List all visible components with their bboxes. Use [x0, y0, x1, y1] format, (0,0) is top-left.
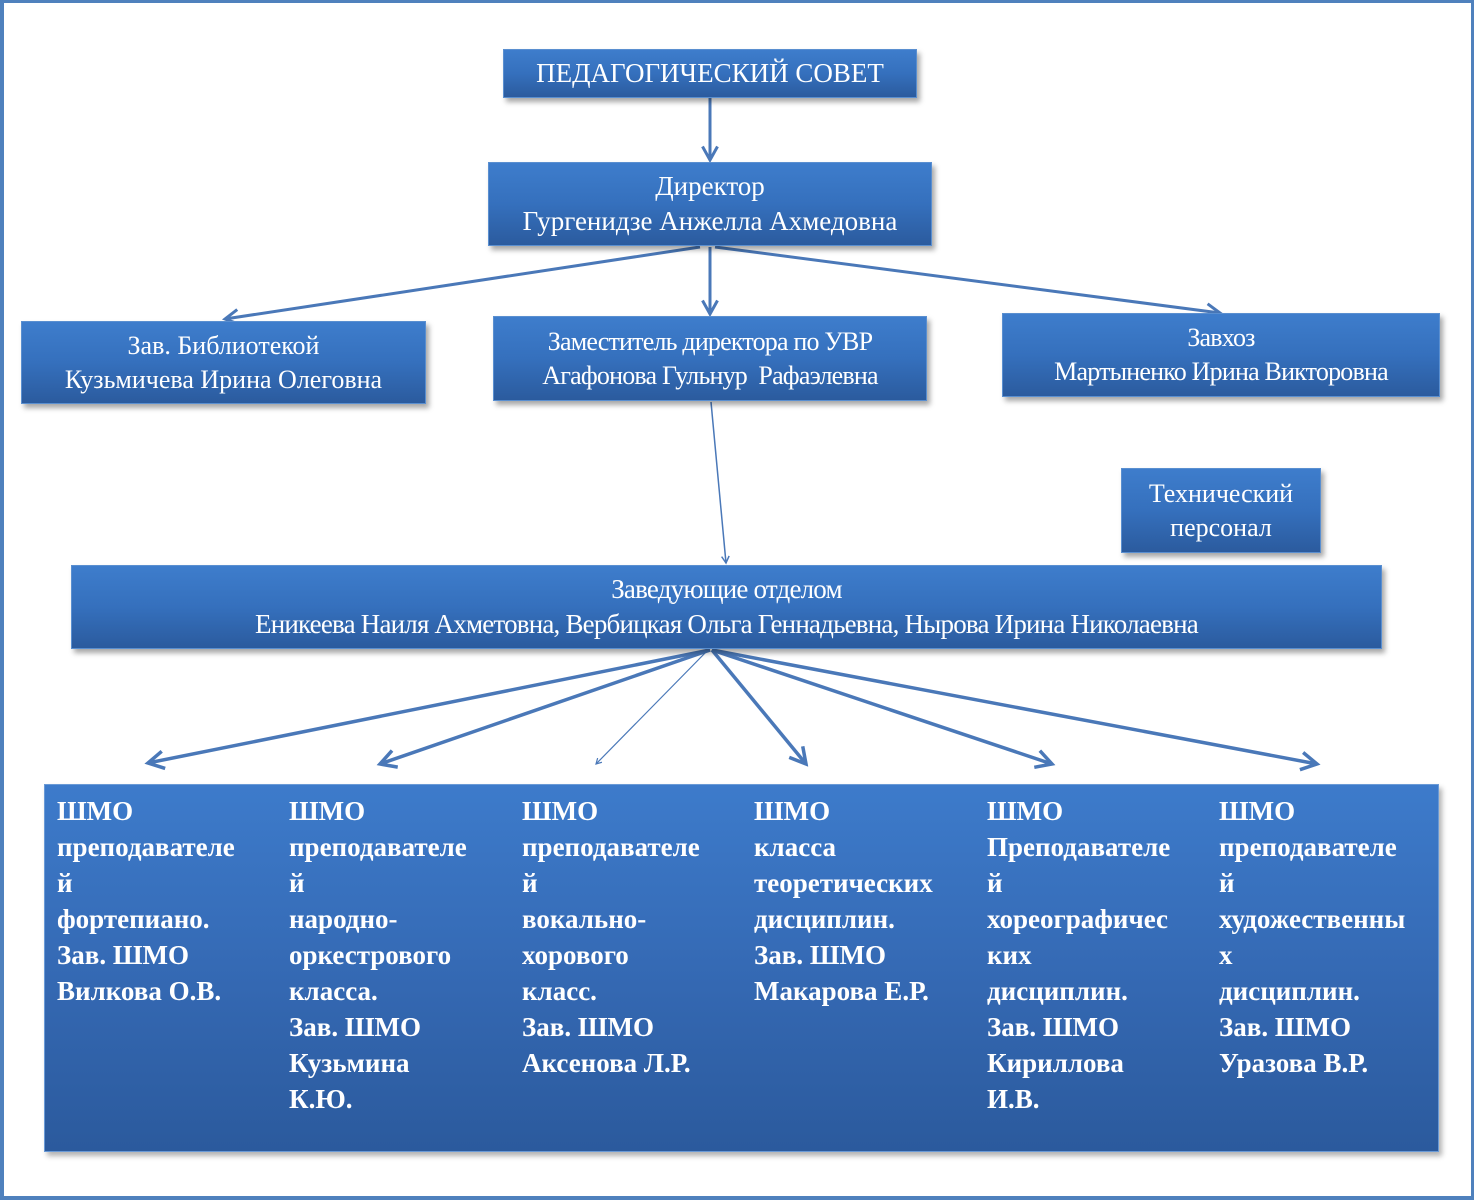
shmo-line: народно-: [289, 904, 398, 934]
shmo-line: Зав. ШМО: [289, 1012, 421, 1042]
shmo-group: ШМО преподавателе й фортепиано. Зав. ШМО Вилк…: [57, 793, 279, 1009]
shmo-group: ШМО преподавателе й народно-оркестрового кла…: [289, 793, 511, 1117]
shmo-line: ШМО: [1219, 796, 1296, 826]
shmo-line: Макарова Е.Р.: [754, 976, 929, 1006]
shmo-line: ШМО: [57, 796, 134, 826]
shmo-line: дисциплин.: [1219, 976, 1360, 1006]
node-role: Зав. Библиотекой: [127, 330, 320, 360]
shmo-line: Аксенова Л.Р.: [522, 1048, 691, 1078]
node-librarian: Зав. Библиотекой Кузьмичева Ирина Олегов…: [21, 321, 426, 404]
shmo-line: Зав. ШМО: [1219, 1012, 1351, 1042]
shmo-line: Кузьмина: [289, 1048, 410, 1078]
shmo-line: ких: [987, 940, 1032, 970]
node-person: Агафонова Гульнур Рафаэлевна: [542, 360, 878, 390]
node-line: ПЕДАГОГИЧЕСКИЙ СОВЕТ: [536, 57, 884, 88]
shmo-line: дисциплин.: [987, 976, 1128, 1006]
shmo-line: хорового: [522, 940, 629, 970]
arrow-dept-to-shmo-3: [596, 649, 709, 764]
shmo-line: Зав. ШМО: [522, 1012, 654, 1042]
node-pedagogical-council: ПЕДАГОГИЧЕСКИЙ СОВЕТ: [503, 49, 917, 98]
shmo-group: ШМО Преподавателе й хореографичес ких дисципл…: [987, 793, 1209, 1117]
shmo-line: ШМО: [289, 796, 366, 826]
node-person: Кузьмичева Ирина Олеговна: [64, 364, 383, 394]
arrow-dept-to-shmo-5: [711, 648, 1052, 764]
shmo-line: Зав. ШМО: [57, 940, 189, 970]
shmo-line: ШМО: [987, 796, 1064, 826]
shmo-line: й: [57, 868, 73, 898]
shmo-line: Преподавателе: [987, 832, 1171, 862]
node-department-heads: Заведующие отделом Еникеева Наиля Ахмето…: [71, 565, 1382, 649]
arrow-dept-to-shmo-1: [148, 648, 711, 763]
shmo-line: теоретических: [754, 868, 933, 898]
node-role: Заведующие отделом: [611, 573, 842, 604]
shmo-line: класса.: [289, 976, 378, 1006]
shmo-line: класс.: [522, 976, 597, 1006]
shmo-line: ШМО: [754, 796, 831, 826]
node-director: Директор Гургенидзе Анжелла Ахмедовна: [488, 162, 932, 246]
shmo-line: Уразова В.Р.: [1219, 1048, 1369, 1078]
arrow-dept-to-shmo-4: [710, 648, 806, 764]
shmo-line: Зав. ШМО: [987, 1012, 1119, 1042]
node-role: Директор: [655, 170, 765, 201]
shmo-line: й: [1219, 868, 1235, 898]
node-housekeeper: Завхоз Мартыненко Ирина Викторовна: [1002, 313, 1440, 397]
node-person: Гургенидзе Анжелла Ахмедовна: [522, 206, 898, 236]
shmo-line: класса: [754, 832, 837, 862]
shmo-line: х: [1219, 940, 1233, 970]
shmo-line: Кириллова: [987, 1048, 1124, 1078]
shmo-line: Зав. ШМО: [754, 940, 886, 970]
shmo-line: художественны: [1219, 904, 1406, 934]
shmo-line: ШМО: [522, 796, 599, 826]
shmo-line: вокально-: [522, 904, 647, 934]
node-persons: Еникеева Наиля Ахметовна, Вербицкая Ольг…: [255, 609, 1199, 639]
shmo-line: й: [522, 868, 538, 898]
node-technical-staff: Технический персонал: [1121, 468, 1321, 553]
node-person: Мартыненко Ирина Викторовна: [1054, 357, 1388, 386]
shmo-line: преподавателе: [289, 832, 467, 862]
shmo-line: дисциплин.: [754, 904, 895, 934]
shmo-group: ШМО преподавателе й художественны х дисциплин…: [1219, 793, 1441, 1081]
shmo-line: й: [289, 868, 305, 898]
arrow-director-to-housekeeper: [714, 245, 1220, 313]
shmo-group: ШМО класса теоретических дисциплин. Зав. ШМО…: [754, 793, 976, 1009]
node-role: Завхоз: [1187, 323, 1255, 353]
shmo-line: преподавателе: [522, 832, 700, 862]
shmo-line: хореографичес: [987, 904, 1169, 934]
arrow-director-to-librarian: [225, 245, 701, 319]
node-line: персонал: [1170, 512, 1272, 542]
shmo-group: ШМО преподавателе й вокально-хорового класс.…: [522, 793, 744, 1081]
arrow-dept-to-shmo-6: [711, 648, 1317, 764]
shmo-line: преподавателе: [57, 832, 235, 862]
node-role: Заместитель директора по УВР: [547, 326, 873, 356]
shmo-line: И.В.: [987, 1084, 1040, 1114]
shmo-line: Вилкова О.В.: [57, 976, 222, 1006]
arrow-dept-to-shmo-2: [380, 648, 711, 764]
shmo-line: фортепиано.: [57, 904, 210, 934]
node-deputy-director: Заместитель директора по УВР Агафонова Г…: [493, 316, 927, 401]
shmo-line: оркестрового: [289, 940, 452, 970]
shmo-line: преподавателе: [1219, 832, 1397, 862]
arrow-deputy-to-dept-heads: [710, 401, 726, 563]
shmo-line: й: [987, 868, 1003, 898]
node-line: Технический: [1148, 478, 1294, 508]
shmo-panel: ШМО преподавателе й фортепиано. Зав. ШМО Вилк…: [44, 784, 1439, 1152]
shmo-line: К.Ю.: [289, 1084, 353, 1114]
